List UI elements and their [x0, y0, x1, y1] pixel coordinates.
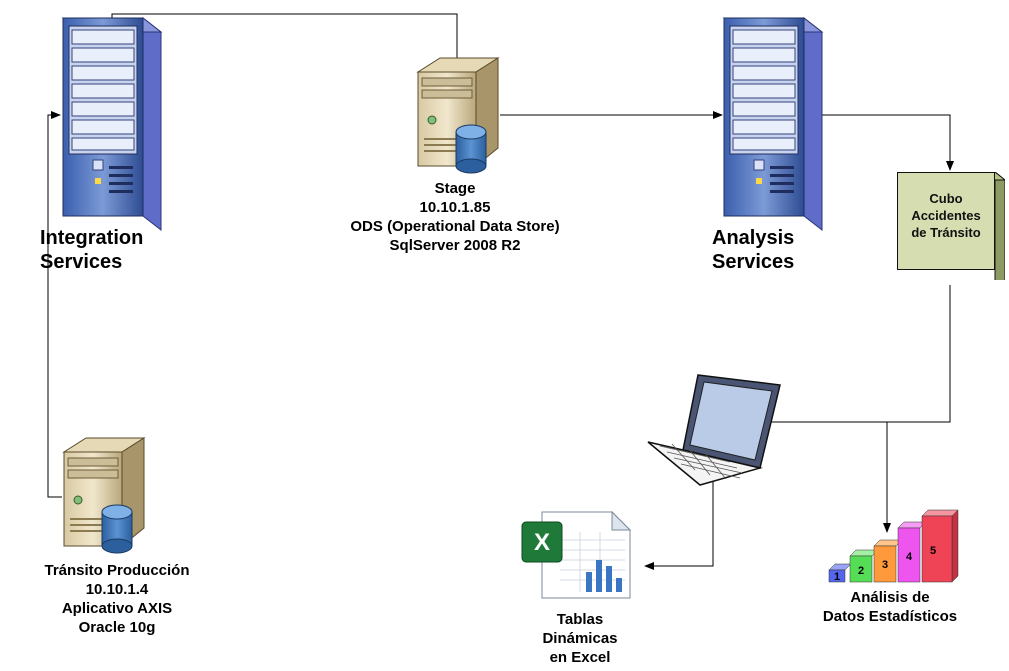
stat-bar-label: 3 [882, 559, 888, 571]
stat-bar-label: 1 [834, 571, 840, 583]
cube-label-line: Cubo [929, 191, 963, 206]
cube-label-line: de Tránsito [911, 225, 981, 240]
label-line: Datos Estadísticos [822, 608, 958, 625]
label-line: Aplicativo AXIS [61, 600, 173, 617]
integration-services-label: Integration Services [40, 226, 143, 274]
database-cylinder-icon [455, 124, 487, 174]
connector-analysis-to-cube [805, 114, 954, 171]
database-cylinder-icon [101, 504, 133, 554]
stat-bar-label: 4 [906, 551, 913, 563]
stat-bar [873, 539, 903, 583]
stat-bar [849, 549, 879, 583]
label-line: SqlServer 2008 R2 [389, 237, 521, 254]
label-line: Tránsito Producción [44, 562, 190, 579]
label-line: Analysis [712, 227, 795, 249]
label-line: Stage [434, 180, 476, 197]
database-server-icon [62, 437, 146, 554]
label-line: 10.10.1.4 [85, 581, 149, 598]
cube-label-line: Accidentes [911, 208, 981, 223]
rack-server-icon [61, 16, 163, 232]
connector-laptop-to-excel [644, 478, 714, 570]
cube-node: Cubo Accidentes de Tránsito [897, 172, 1005, 280]
production-label: Tránsito Producción 10.10.1.4 Aplicativo… [2, 561, 232, 637]
laptop-icon [647, 374, 781, 486]
rack-server-icon [722, 16, 824, 232]
label-line: Oracle 10g [78, 619, 156, 636]
stage-label: Stage 10.10.1.85 ODS (Operational Data S… [330, 179, 580, 255]
label-line: Integration [40, 227, 144, 249]
excel-label: Tablas Dinámicas en Excel [520, 610, 640, 667]
statistics-label: Análisis de Datos Estadísticos [790, 588, 990, 626]
cube-label: Cubo Accidentes de Tránsito [897, 190, 995, 241]
excel-file-icon: X [521, 510, 632, 599]
label-line: ODS (Operational Data Store) [350, 218, 560, 235]
stat-bar-label: 5 [930, 545, 936, 557]
database-server-icon [416, 57, 500, 174]
label-line: 10.10.1.85 [419, 199, 491, 216]
label-line: Análisis de [850, 589, 930, 606]
cube-face [897, 172, 995, 270]
svg-text:X: X [534, 529, 550, 556]
connectors [47, 13, 954, 570]
label-line: Services [712, 251, 795, 273]
connector-production-to-integration [47, 111, 62, 498]
statistics-chart-icon: 1 2 3 4 5 [828, 509, 959, 583]
label-line: Tablas [556, 611, 604, 628]
connector-cube-down [715, 285, 951, 423]
stat-bar [921, 509, 959, 583]
label-line: Dinámicas [542, 630, 618, 647]
label-line: Services [40, 251, 123, 273]
connector-integration-to-stage [111, 13, 458, 60]
analysis-services-label: Analysis Services [712, 226, 794, 274]
label-line: en Excel [549, 649, 611, 666]
stat-bar-label: 2 [858, 565, 864, 577]
